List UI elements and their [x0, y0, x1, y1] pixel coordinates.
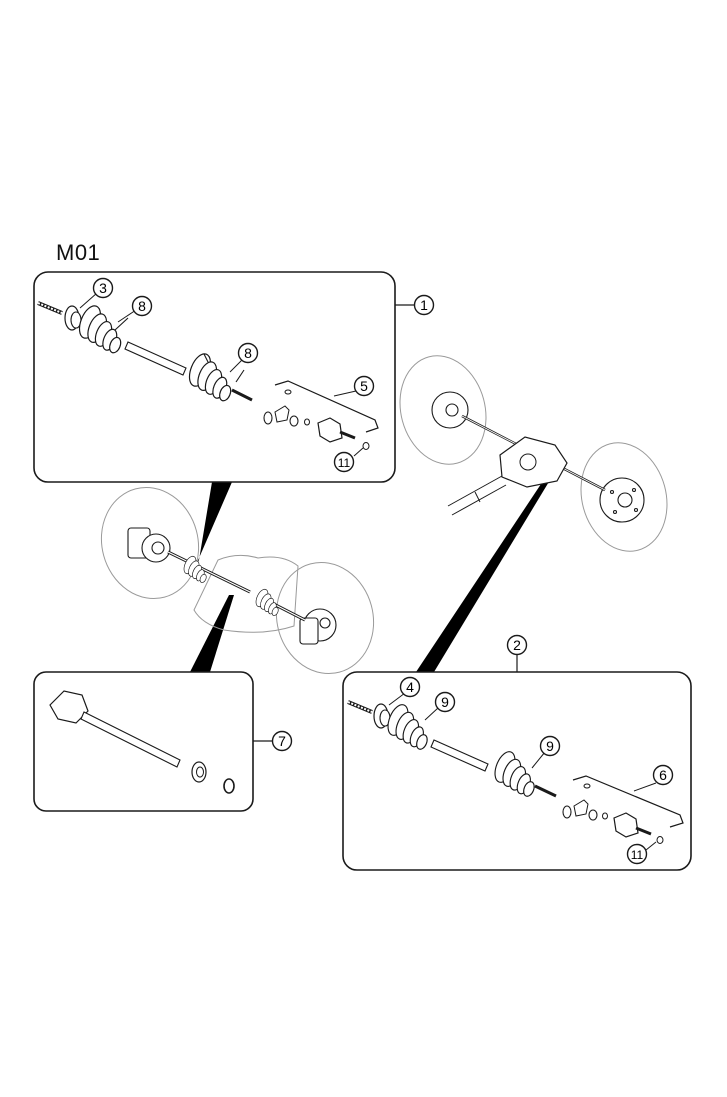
callout-11-front: 11 [333, 451, 355, 473]
callout-3: 3 [92, 277, 114, 299]
panel-joint-shaft: 7 [33, 671, 293, 812]
panel-front-shaft: 1 [33, 271, 435, 483]
engine-outline [193, 554, 299, 633]
joint-seal [223, 778, 235, 794]
callout-8-outer-label: 8 [138, 298, 146, 314]
callout-3-label: 3 [99, 280, 107, 296]
callout-4-label: 4 [406, 679, 414, 695]
callout-4: 4 [399, 676, 421, 698]
callout-7-label: 7 [278, 733, 286, 749]
callout-1: 1 [413, 294, 435, 316]
callout-2-label: 2 [513, 637, 521, 653]
callout-6-label: 6 [659, 767, 667, 783]
figure-title: M01 [56, 240, 101, 265]
pointer-wedge-front-to-panel7 [190, 595, 234, 672]
callout-7: 7 [271, 730, 293, 752]
callout-1-label: 1 [420, 297, 428, 313]
callout-8-inner-label: 8 [244, 345, 252, 361]
callout-11-rear: 11 [626, 843, 648, 865]
callout-9-inner: 9 [539, 735, 561, 757]
callout-2: 2 [506, 634, 528, 656]
callout-6: 6 [652, 764, 674, 786]
front-axle-view [100, 486, 375, 675]
pointer-wedge-front-to-panel1 [196, 482, 232, 565]
callout-9-outer: 9 [434, 691, 456, 713]
callout-11-front-label: 11 [338, 456, 351, 470]
pointer-wedge-rear-to-panel2 [416, 478, 550, 672]
front-left-hub [127, 527, 171, 563]
joint-housing [49, 690, 89, 724]
front-left-wheel [100, 486, 200, 600]
callout-8-inner: 8 [237, 342, 259, 364]
callout-5: 5 [353, 375, 375, 397]
rear-right-hub [599, 477, 645, 523]
callout-8-outer: 8 [131, 295, 153, 317]
callout-9-inner-label: 9 [546, 738, 554, 754]
callout-11-rear-label: 11 [631, 848, 644, 862]
rear-right-wheel [580, 442, 668, 552]
rear-axle-view [399, 355, 668, 552]
front-right-hub [299, 608, 337, 645]
rear-left-wheel [399, 355, 487, 465]
panel-rear-shaft: 2 4 9 [342, 634, 692, 871]
callout-5-label: 5 [360, 378, 368, 394]
callout-9-outer-label: 9 [441, 694, 449, 710]
rear-left-hub [431, 391, 469, 429]
